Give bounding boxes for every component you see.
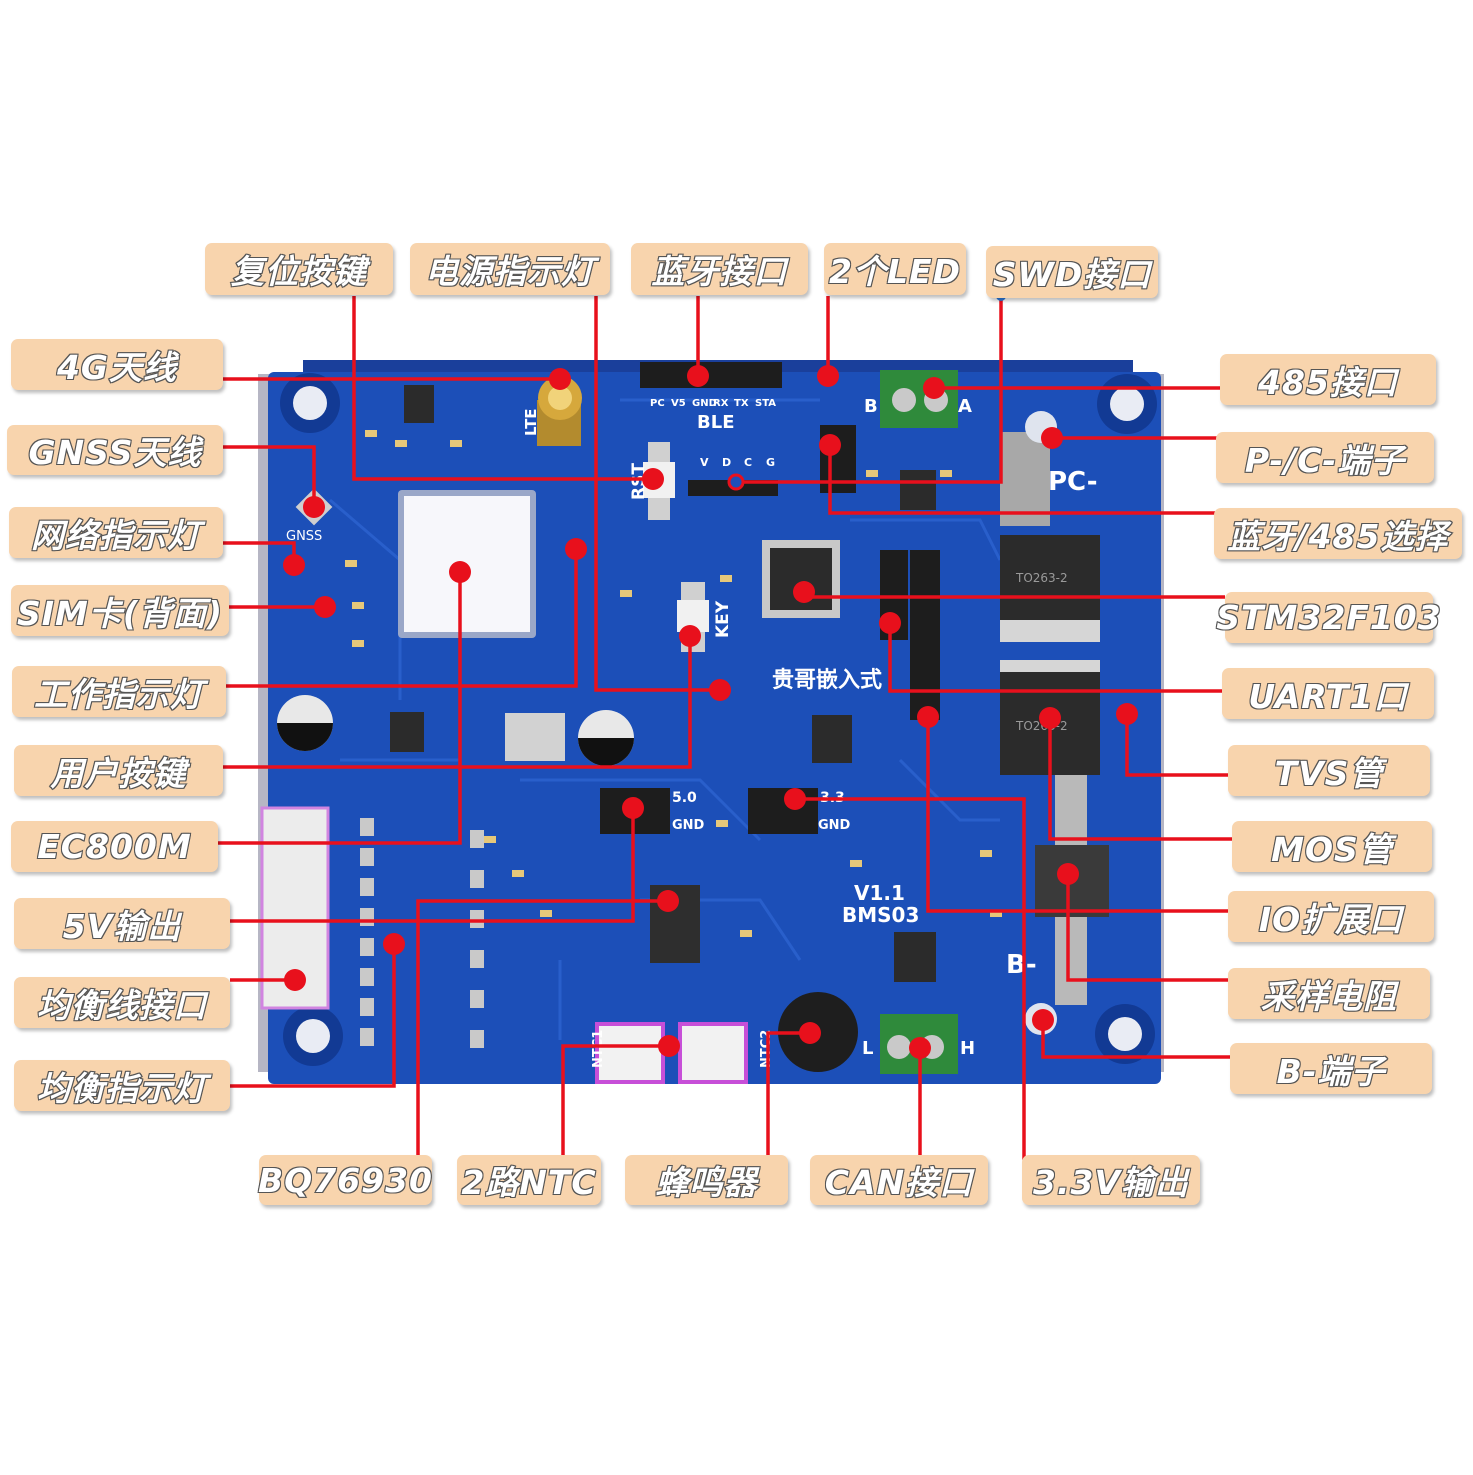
silk-version: V1.1 xyxy=(854,881,905,905)
silk-key: KEY xyxy=(713,600,733,638)
label-shunt-resistor: 采样电阻 xyxy=(1228,968,1430,1019)
label-power-led: 电源指示灯 xyxy=(410,243,610,295)
silk-brand: 贵哥嵌入式 xyxy=(772,667,882,693)
ble-pin-label: RX xyxy=(713,398,729,409)
silk-485-b: B xyxy=(864,396,878,417)
label-mos: MOS管 xyxy=(1232,821,1432,872)
silk-ble: BLE xyxy=(697,412,735,433)
silk-gnss: GNSS xyxy=(286,529,322,544)
silk-can-h: H xyxy=(960,1038,975,1059)
label-balance-led: 均衡指示灯 xyxy=(14,1060,230,1111)
label-two-led: 2个LED xyxy=(824,243,966,295)
label-can-port: CAN接口 xyxy=(810,1155,988,1205)
label-4g-antenna: 4G天线 xyxy=(11,339,223,390)
label-io-expansion: IO扩展口 xyxy=(1228,891,1434,942)
label-5v-output: 5V输出 xyxy=(14,898,230,949)
silk-b: B- xyxy=(1006,950,1037,980)
silk-pc: PC- xyxy=(1048,467,1098,497)
silk-gnd-5v: GND xyxy=(672,818,705,833)
silk-to263-top: TO263-2 xyxy=(1015,571,1068,585)
label-swd-port: SWD接口 xyxy=(986,246,1158,298)
silk-gnd-33v: GND xyxy=(818,818,851,833)
ble-pin-label: TX xyxy=(734,398,749,409)
silk-ntc1: NTC1 xyxy=(591,1030,606,1068)
label-gnss-antenna: GNSS天线 xyxy=(7,425,223,475)
ble-pin-label: PC xyxy=(650,398,665,409)
label-work-led: 工作指示灯 xyxy=(12,666,226,717)
silk-485-a: A xyxy=(958,396,972,417)
label-tvs: TVS管 xyxy=(1228,745,1430,796)
silk-rst: RST xyxy=(629,463,649,500)
silk-lte: LTE xyxy=(522,408,540,436)
swd-pin-label: G xyxy=(766,456,775,469)
label-network-led: 网络指示灯 xyxy=(9,507,223,558)
ble-pin-label: GND xyxy=(692,398,717,409)
label-bq76930: BQ76930 xyxy=(257,1155,433,1205)
label-pc-terminal: P-/C-端子 xyxy=(1216,432,1434,483)
silk-model: BMS03 xyxy=(842,903,919,927)
label-ble-port: 蓝牙接口 xyxy=(631,243,808,295)
label-b-terminal: B-端子 xyxy=(1230,1043,1432,1094)
swd-pin-label: D xyxy=(722,456,731,469)
label-reset-key: 复位按键 xyxy=(205,243,393,295)
label-balance-port: 均衡线接口 xyxy=(14,977,230,1028)
label-ble485-select: 蓝牙/485选择 xyxy=(1214,508,1462,559)
label-ec800m: EC800M xyxy=(11,821,218,872)
silk-can-l: L xyxy=(862,1038,873,1059)
leader-dots xyxy=(283,365,1138,1059)
label-3v3-output: 3.3V输出 xyxy=(1022,1155,1200,1205)
label-sim-card: SIM卡(背面) xyxy=(11,585,229,636)
label-buzzer: 蜂鸣器 xyxy=(625,1155,788,1205)
lte-connector xyxy=(537,376,582,446)
silk-5v: 5.0 xyxy=(672,790,697,806)
label-485-port: 485接口 xyxy=(1220,354,1436,405)
label-uart1: UART1口 xyxy=(1222,668,1434,719)
stm32-chip xyxy=(762,540,840,618)
ble-pin-label: V5 xyxy=(671,398,686,409)
swd-pin-label: C xyxy=(744,456,752,469)
label-ntc: 2路NTC xyxy=(457,1155,601,1205)
label-user-key: 用户按键 xyxy=(14,745,223,796)
label-stm32f103: STM32F103 xyxy=(1215,592,1442,643)
ble-pin-label: STA xyxy=(755,398,776,409)
swd-pin-label: V xyxy=(700,456,709,469)
